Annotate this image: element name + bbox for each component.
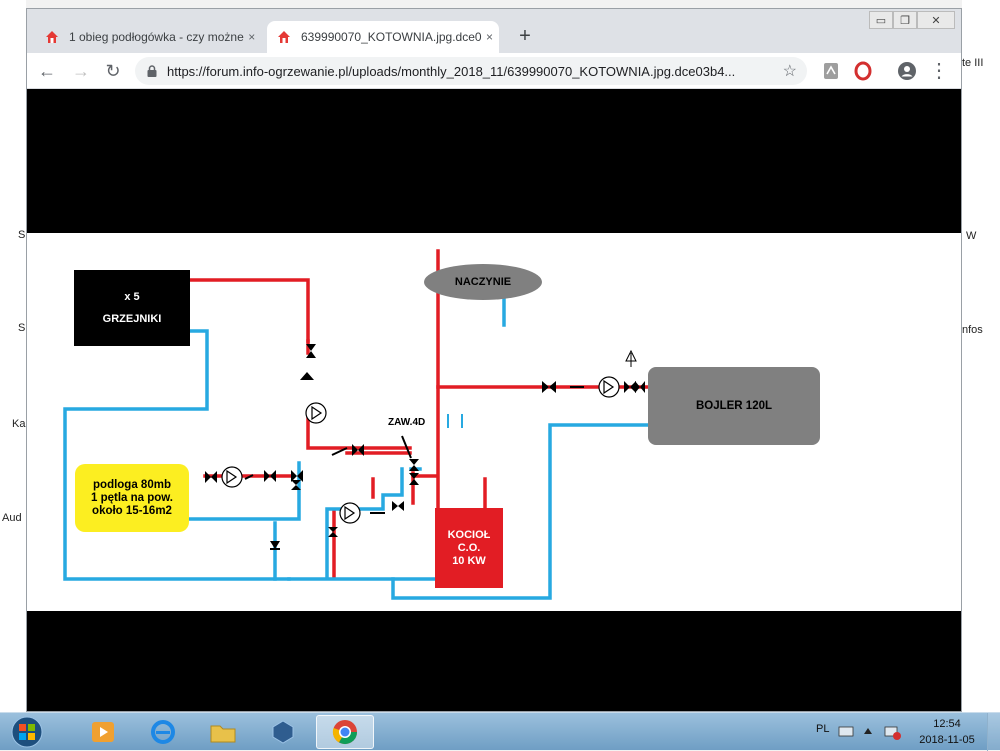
valve-icon <box>291 470 303 482</box>
valve-icon <box>635 381 645 393</box>
taskbar: PL 12:54 2018-11-05 <box>0 712 1000 751</box>
boiler-room-diagram[interactable]: x 5 GRZEJNIKI podloga 80mb 1 pętla na po… <box>27 233 961 611</box>
check-valve-icon <box>300 372 314 380</box>
clock-date: 2018-11-05 <box>919 734 975 746</box>
water-heater-block: BOJLER 120L <box>648 367 820 445</box>
pdf-extension-icon[interactable] <box>821 61 841 81</box>
check-valve-icon <box>270 541 280 549</box>
lock-icon <box>147 65 157 77</box>
valve-icon <box>542 381 556 393</box>
tab-close-icon[interactable]: × <box>248 30 256 44</box>
network-warning-icon[interactable] <box>884 723 902 741</box>
valve-icon <box>392 501 404 511</box>
address-bar[interactable]: https://forum.info-ogrzewanie.pl/uploads… <box>135 57 807 85</box>
valve-icons <box>205 344 645 550</box>
desktop-icon-label[interactable]: Aud <box>2 512 22 524</box>
floor-heating-line3: około 15-16m2 <box>92 505 172 517</box>
restore-button[interactable]: ❐ <box>893 11 917 29</box>
valve-icon <box>306 344 316 358</box>
minimize-button[interactable]: ▭ <box>869 11 893 29</box>
radiators-label: GRZEJNIKI <box>102 313 162 325</box>
desktop-left-strip: S S Ka Aud <box>0 0 26 712</box>
radiators-block: x 5 GRZEJNIKI <box>74 270 190 346</box>
boiler-block: KOCIOŁ C.O. 10 KW <box>435 508 503 588</box>
desktop-icon-label[interactable]: S <box>18 322 26 334</box>
tab-title: 1 obieg podłogówka - czy możne <box>69 30 244 44</box>
boiler-line2: C.O. <box>457 542 481 554</box>
show-hidden-icons-icon[interactable] <box>862 724 874 738</box>
valve-icon <box>352 444 364 456</box>
expansion-vessel: NACZYNIE <box>424 264 542 300</box>
clock[interactable]: 12:54 2018-11-05 <box>912 716 982 748</box>
pump-icon <box>221 466 243 488</box>
valve-icon <box>624 381 636 393</box>
taskbar-virtualbox[interactable] <box>254 715 312 749</box>
desktop-icon-label[interactable]: te III <box>962 57 984 69</box>
url-text[interactable]: https://forum.info-ogrzewanie.pl/uploads… <box>167 63 736 79</box>
piping-diagram <box>63 249 649 600</box>
show-desktop-button[interactable] <box>987 713 1000 751</box>
browser-toolbar: ← → ↻ https://forum.info-ogrzewanie.pl/u… <box>27 53 961 89</box>
pump-icon <box>305 402 327 424</box>
forward-button[interactable]: → <box>72 61 90 81</box>
tab-title: 639990070_KOTOWNIA.jpg.dce0 <box>301 30 482 44</box>
tab-strip: 1 obieg podłogówka - czy możne × 6399900… <box>27 9 961 53</box>
desktop-right-strip: te III W nfos <box>962 0 1000 712</box>
bookmark-star-icon[interactable]: ☆ <box>782 63 797 80</box>
pump-icon <box>598 376 620 398</box>
desktop-icon-label[interactable]: nfos <box>962 324 983 336</box>
language-indicator[interactable]: PL <box>816 723 830 735</box>
valve-icon <box>291 480 301 490</box>
valve-icon <box>205 471 217 483</box>
new-tab-button[interactable]: + <box>519 25 531 47</box>
profile-icon[interactable] <box>897 61 917 81</box>
start-button[interactable] <box>6 715 48 749</box>
virtualbox-icon <box>272 720 294 744</box>
chrome-icon <box>332 720 357 745</box>
valve-icon <box>264 470 276 482</box>
pump-icon <box>339 502 361 524</box>
floor-heating-block: podloga 80mb 1 pętla na pow. około 15-16… <box>75 464 189 532</box>
browser-window: 1 obieg podłogówka - czy możne × 6399900… <box>26 8 962 712</box>
forum-favicon-icon <box>278 31 290 43</box>
image-viewer: x 5 GRZEJNIKI podloga 80mb 1 pętla na po… <box>27 89 961 711</box>
taskbar-media-player[interactable] <box>74 715 132 749</box>
opera-extension-icon[interactable] <box>853 61 873 81</box>
boiler-line1: KOCIOŁ <box>447 529 491 541</box>
taskbar-file-explorer[interactable] <box>194 715 252 749</box>
tab-image[interactable]: 639990070_KOTOWNIA.jpg.dce0 × <box>267 21 499 53</box>
tab-close-icon[interactable]: × <box>486 30 494 44</box>
desktop-icon-label[interactable]: W <box>966 230 977 242</box>
desktop-icon-label[interactable]: Ka <box>12 418 26 430</box>
valve-icon <box>328 527 338 537</box>
taskbar-chrome[interactable] <box>316 715 374 749</box>
four-way-valve-icon <box>409 459 419 471</box>
close-window-button[interactable]: ✕ <box>917 11 955 29</box>
floor-heating-line2: 1 pętla na pow. <box>90 492 173 504</box>
taskbar-internet-explorer[interactable] <box>134 715 192 749</box>
tab-forum-thread[interactable]: 1 obieg podłogówka - czy możne × <box>35 21 267 53</box>
internet-explorer-icon <box>151 720 175 744</box>
supply-pipes <box>188 249 649 580</box>
menu-button[interactable]: ⋮ <box>929 60 949 82</box>
forum-favicon-icon <box>46 31 58 43</box>
four-way-valve-label: ZAW.4D <box>388 417 426 428</box>
floor-heating-line1: podloga 80mb <box>93 479 171 491</box>
four-way-valve-icon <box>409 473 419 485</box>
boiler-line3: 10 KW <box>452 555 486 567</box>
keyboard-icon[interactable] <box>838 724 854 738</box>
radiators-count: x 5 <box>124 291 140 303</box>
reload-button[interactable]: ↻ <box>105 61 121 81</box>
clock-time: 12:54 <box>933 718 961 730</box>
media-player-icon <box>92 722 114 742</box>
back-button[interactable]: ← <box>38 61 56 81</box>
folder-icon <box>210 725 236 743</box>
desktop-icon-label[interactable]: S <box>18 229 26 241</box>
